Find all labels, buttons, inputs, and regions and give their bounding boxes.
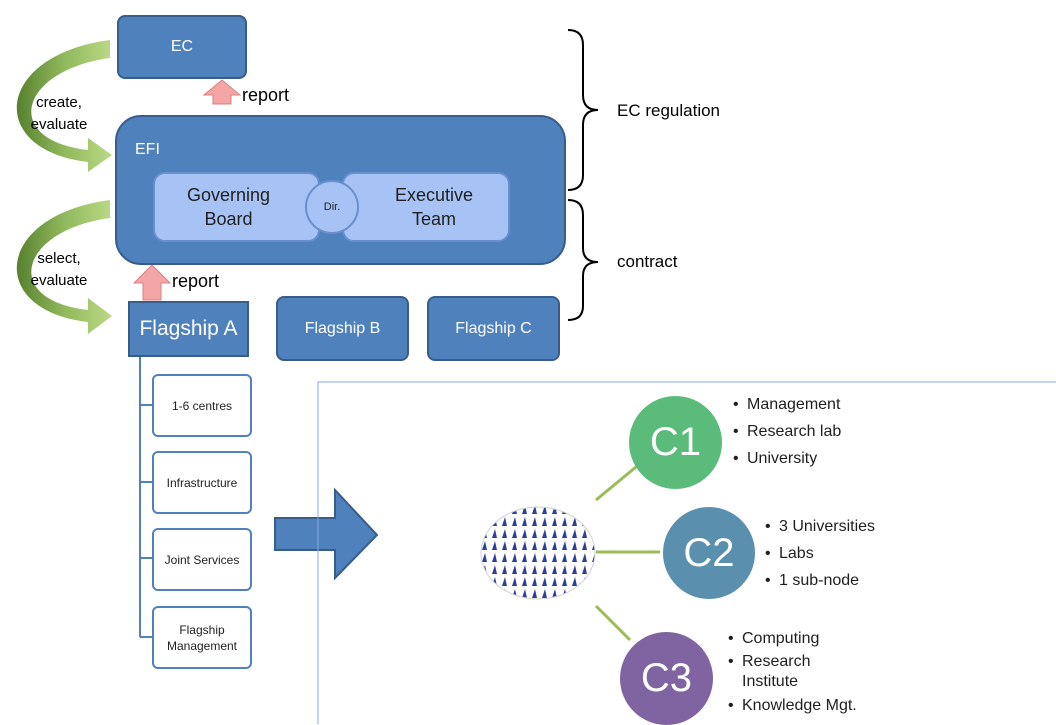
select-evaluate-label: select, evaluate (30, 250, 88, 289)
executive-team-box: Executive Team (342, 172, 510, 242)
efi-label: EFI (135, 141, 160, 158)
executive-team-label: Executive Team (394, 185, 474, 229)
component-joint-services-box: Joint Services (152, 528, 252, 591)
ec-box: EC (117, 15, 247, 79)
list-item: Computing (728, 625, 857, 652)
director-label: Dir. (323, 201, 341, 213)
ec-label: EC (170, 38, 194, 55)
list-item: Labs (765, 540, 875, 567)
centre-c1: C1 (629, 396, 722, 489)
ec-regulation-label: EC regulation (617, 101, 721, 120)
contract-label: contract (617, 252, 678, 271)
flagship-c-box: Flagship C (427, 296, 560, 361)
component-joint-services-label: Joint Services (164, 552, 240, 567)
component-infrastructure-label: Infrastructure (166, 475, 238, 490)
create-evaluate-arrow (16, 40, 112, 172)
centre-c3-label: C3 (640, 656, 693, 700)
list-item: 3 Universities (765, 513, 875, 540)
component-centres-box: 1-6 centres (152, 374, 252, 437)
flagship-a-box: Flagship A (128, 301, 249, 357)
centre-c3: C3 (620, 632, 713, 725)
create-evaluate-label: create, evaluate (30, 94, 88, 133)
expand-arrow (274, 487, 379, 581)
centre-c2-label: C2 (683, 530, 735, 575)
component-flagship-management-label: Flagship Management (166, 622, 238, 653)
governing-board-label: Governing Board (186, 185, 271, 229)
report-arrow-top (202, 79, 242, 105)
report-arrow-bottom (132, 264, 172, 301)
governing-board-box: Governing Board (153, 172, 320, 242)
list-item: Research Institute (728, 652, 832, 692)
director-circle: Dir. (305, 180, 359, 234)
centre-c3-list: Computing Research Institute Knowledge M… (728, 625, 857, 719)
brace-ec-regulation (567, 29, 599, 191)
list-item: Research lab (733, 418, 841, 445)
select-evaluate-arrow (16, 200, 112, 334)
report-label-top: report (242, 85, 290, 105)
brace-contract (567, 199, 599, 321)
hub-node (480, 506, 596, 600)
centre-c1-list: Management Research lab University (733, 391, 841, 472)
flagship-b-label: Flagship B (304, 319, 381, 337)
list-item: University (733, 445, 841, 472)
list-item: Knowledge Mgt. (728, 692, 857, 719)
centre-c1-label: C1 (649, 420, 702, 464)
centre-c2-list: 3 Universities Labs 1 sub-node (765, 513, 875, 594)
component-flagship-management-box: Flagship Management (152, 606, 252, 669)
list-item: Management (733, 391, 841, 418)
component-infrastructure-box: Infrastructure (152, 451, 252, 514)
centre-c2: C2 (663, 507, 755, 599)
flagship-c-label: Flagship C (455, 319, 532, 337)
component-centres-label: 1-6 centres (171, 398, 233, 413)
report-label-bottom: report (172, 271, 220, 291)
list-item: 1 sub-node (765, 567, 875, 594)
detail-panel-border (317, 381, 1056, 724)
flagship-a-label: Flagship A (139, 317, 238, 340)
flagship-b-box: Flagship B (276, 296, 409, 361)
